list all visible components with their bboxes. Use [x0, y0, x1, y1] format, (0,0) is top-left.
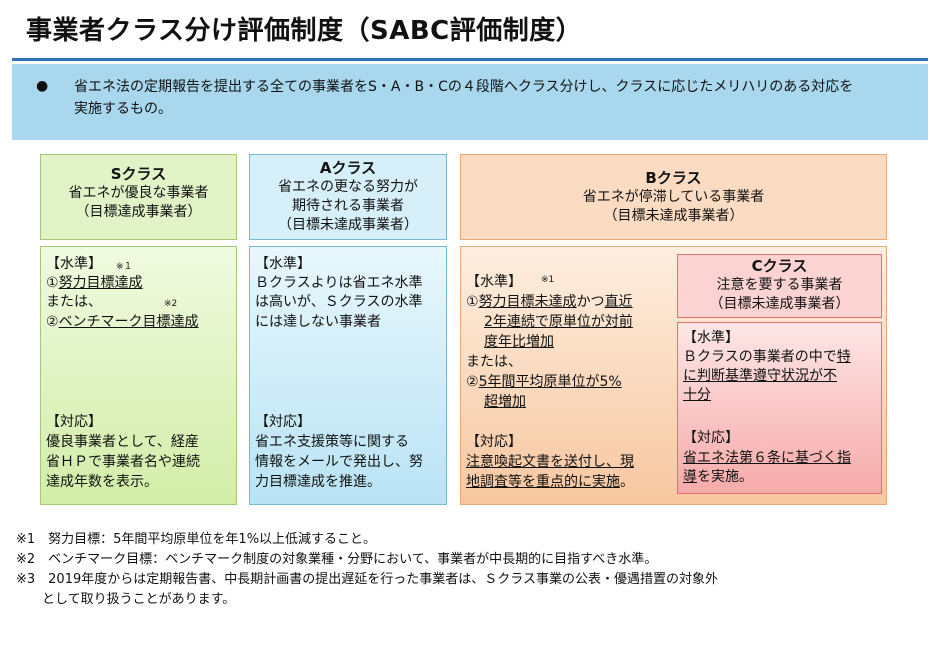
summary-line-1: 省エネ法の定期報告を提出する全ての事業者をS・A・B・Cの４段階へクラス分けし、… — [74, 79, 854, 95]
s-std-note-2: ※2 — [164, 299, 178, 309]
b-std-or: または、 — [466, 354, 522, 370]
b-class-desc-2: （目標未達成事業者） — [603, 208, 744, 224]
s-resp-line-3: 達成年数を表示。 — [46, 474, 158, 490]
s-class-name: Sクラス — [110, 165, 167, 183]
b-class-desc-1: 省エネが停滞している事業者 — [582, 189, 765, 205]
s-resp-line-2: 省ＨＰで事業者名や連続 — [46, 454, 200, 470]
c-std-line-1: Ｂクラスの事業者の中で特 — [683, 349, 851, 365]
footnotes: ※1 努力目標：5年間平均原単位を年1%以上低減すること。 ※2 ベンチマーク目… — [16, 530, 718, 610]
footnote-2: ※2 ベンチマーク目標：ベンチマーク制度の対象業種・分野において、事業者が中長期… — [16, 552, 658, 567]
a-resp-line-2: 情報をメールで発出し、努 — [255, 454, 423, 470]
b-std-label: 【水準】 — [466, 274, 522, 290]
s-resp-label: 【対応】 — [46, 414, 102, 430]
b-std-item-2-line-2: 超増加 — [484, 394, 526, 410]
s-class-header: Sクラス 省エネが優良な事業者 （目標達成事業者） — [40, 154, 237, 240]
s-std-item-2: ②ベンチマーク目標達成 — [46, 314, 199, 330]
a-class-desc-3: （目標未達成事業者） — [278, 217, 418, 233]
b-std-item-1-line-3: 度年比増加 — [484, 334, 554, 350]
c-class-desc-1: 注意を要する事業者 — [716, 277, 843, 293]
s-class-desc-2: （目標達成事業者） — [75, 204, 202, 220]
a-class-body: 【水準】 Ｂクラスよりは省エネ水準 は高いが、Ｓクラスの水準 には達しない事業者… — [249, 246, 447, 505]
a-class-desc-2: 期待される事業者 — [292, 198, 404, 214]
a-class-name: Aクラス — [319, 159, 377, 177]
b-resp-label: 【対応】 — [466, 434, 522, 450]
b-class-name: Bクラス — [645, 169, 702, 187]
s-std-label: 【水準】 — [46, 256, 102, 272]
b-std-item-1: ①努力目標未達成かつ直近 — [466, 294, 633, 310]
bullet-icon: ● — [36, 78, 49, 94]
c-class-header: Cクラス 注意を要する事業者 （目標未達成事業者） — [677, 254, 882, 318]
s-std-or: または、 — [46, 294, 102, 310]
c-class-body: 【水準】 Ｂクラスの事業者の中で特 に判断基準遵守状況が不 十分 【対応】 省エ… — [677, 322, 882, 494]
a-std-line-3: には達しない事業者 — [255, 314, 381, 330]
footnote-3-cont: として取り扱うことがあります。 — [16, 592, 236, 607]
a-resp-line-1: 省エネ支援策等に関する — [255, 434, 409, 450]
a-std-line-2: は高いが、Ｓクラスの水準 — [255, 294, 423, 310]
c-resp-line-2: 導を実施。 — [683, 469, 753, 485]
c-std-label: 【水準】 — [683, 330, 739, 346]
c-std-line-3: 十分 — [683, 387, 711, 403]
c-resp-label: 【対応】 — [683, 430, 739, 446]
a-resp-line-3: 力目標達成を推進。 — [255, 474, 381, 490]
s-std-note-1: ※１ — [116, 262, 133, 272]
c-resp-line-1: 省エネ法第６条に基づく指 — [683, 450, 851, 466]
summary-text: 省エネ法の定期報告を提出する全ての事業者をS・A・B・Cの４段階へクラス分けし、… — [74, 76, 914, 120]
footnote-1: ※1 努力目標：5年間平均原単位を年1%以上低減すること。 — [16, 532, 377, 547]
title-divider — [12, 58, 928, 61]
a-resp-label: 【対応】 — [255, 414, 311, 430]
c-class-desc-2: （目標未達成事業者） — [709, 296, 850, 312]
s-class-body: 【水準】 ※１ ①努力目標達成 または、 ※2 ②ベンチマーク目標達成 【対応】… — [40, 246, 237, 505]
c-std-line-2: に判断基準遵守状況が不 — [683, 368, 837, 384]
page-title: 事業者クラス分け評価制度（SABC評価制度） — [26, 16, 583, 46]
b-std-item-2: ②5年間平均原単位が5% — [466, 374, 622, 390]
s-class-desc-1: 省エネが優良な事業者 — [68, 185, 209, 201]
b-resp-line-1: 注意喚起文書を送付し、現 — [466, 454, 634, 470]
b-std-note: ※1 — [541, 275, 555, 285]
b-class-header: Bクラス 省エネが停滞している事業者 （目標未達成事業者） — [460, 154, 887, 240]
summary-line-2: 実施するもの。 — [74, 101, 172, 117]
s-resp-line-1: 優良事業者として、経産 — [46, 434, 199, 450]
footnote-3: ※3 2019年度からは定期報告書、中長期計画書の提出遅延を行った事業者は、Ｓク… — [16, 572, 718, 587]
a-class-desc-1: 省エネの更なる努力が — [278, 179, 418, 195]
b-std-item-1-line-2: 2年連続で原単位が対前 — [484, 314, 633, 330]
c-class-name: Cクラス — [751, 257, 808, 275]
a-std-line-1: Ｂクラスよりは省エネ水準 — [255, 275, 423, 291]
a-class-header: Aクラス 省エネの更なる努力が 期待される事業者 （目標未達成事業者） — [249, 154, 447, 240]
b-resp-line-2: 地調査等を重点的に実施。 — [466, 474, 634, 490]
a-std-label: 【水準】 — [255, 256, 311, 272]
s-std-item-1: ①努力目標達成 — [46, 275, 143, 291]
summary-panel: ● 省エネ法の定期報告を提出する全ての事業者をS・A・B・Cの４段階へクラス分け… — [12, 64, 928, 140]
